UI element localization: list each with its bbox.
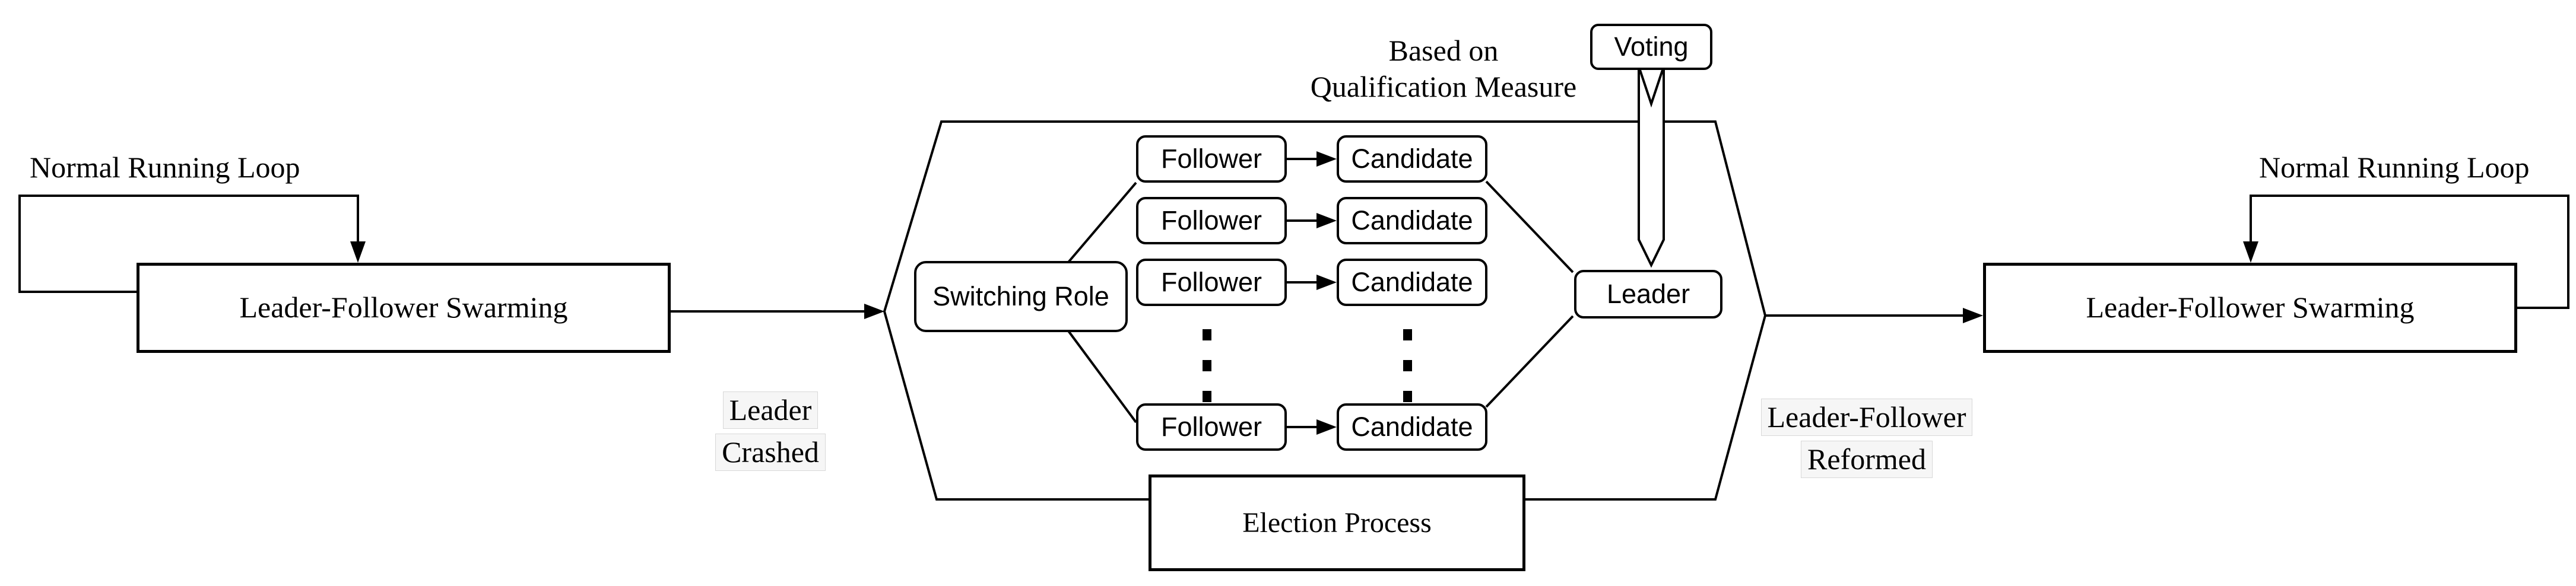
- normal-running-loop-left-label: Normal Running Loop: [30, 151, 300, 184]
- follower-candidate-arrowheads: [1316, 151, 1337, 435]
- leader-crashed-label: Leader Crashed: [652, 391, 889, 471]
- candidate1-to-leader-line: [1485, 180, 1574, 273]
- follower-node-1: Follower: [1136, 135, 1287, 183]
- candidate-node-3: Candidate: [1337, 259, 1487, 306]
- based-on-line1: Based on: [1388, 34, 1499, 67]
- election-process-node: Election Process: [1149, 474, 1525, 571]
- voting-node: Voting: [1590, 24, 1712, 70]
- leader-crashed-line2: Crashed: [715, 434, 826, 471]
- normal-loop-right-line: [2250, 195, 2569, 309]
- follower-node-4: Follower: [1136, 403, 1287, 451]
- leader-crashed-arrowhead-icon: [864, 304, 884, 319]
- reformed-arrowhead-icon: [1963, 308, 1983, 323]
- based-on-line2: Qualification Measure: [1310, 70, 1577, 103]
- normal-loop-left-arrowhead-icon: [350, 241, 366, 263]
- reformed-line1: Leader-Follower: [1760, 399, 1973, 436]
- normal-loop-left-line: [18, 195, 359, 293]
- leader-crashed-line1: Leader: [722, 391, 819, 429]
- based-on-qualification-label: Based on Qualification Measure: [1265, 33, 1622, 105]
- switching-role-node: Switching Role: [914, 261, 1128, 332]
- leader-follower-reformed-label: Leader-Follower Reformed: [1748, 399, 1985, 478]
- switching-to-follower1-line: [1067, 181, 1137, 263]
- follower-node-2: Follower: [1136, 197, 1287, 244]
- candidate4-to-leader-line: [1485, 315, 1574, 408]
- normal-loop-right-arrowhead-icon: [2243, 241, 2258, 263]
- voting-arrow-shape: [1638, 66, 1665, 268]
- follower-node-3: Follower: [1136, 259, 1287, 306]
- candidate-ellipsis-dots: [1403, 329, 1412, 402]
- swarming-right-node: Leader-Follower Swarming: [1983, 263, 2517, 353]
- normal-running-loop-right-label: Normal Running Loop: [2259, 151, 2530, 184]
- candidate-node-1: Candidate: [1337, 135, 1487, 183]
- leader-node: Leader: [1574, 270, 1722, 319]
- follower-ellipsis-dots: [1203, 329, 1211, 402]
- follower-candidate-arrows: [1287, 158, 1318, 428]
- candidate-node-2: Candidate: [1337, 197, 1487, 244]
- swarming-left-node: Leader-Follower Swarming: [137, 263, 671, 353]
- switching-to-follower4-line: [1067, 330, 1137, 423]
- candidate-node-4: Candidate: [1337, 403, 1487, 451]
- reformed-line2: Reformed: [1801, 441, 1933, 478]
